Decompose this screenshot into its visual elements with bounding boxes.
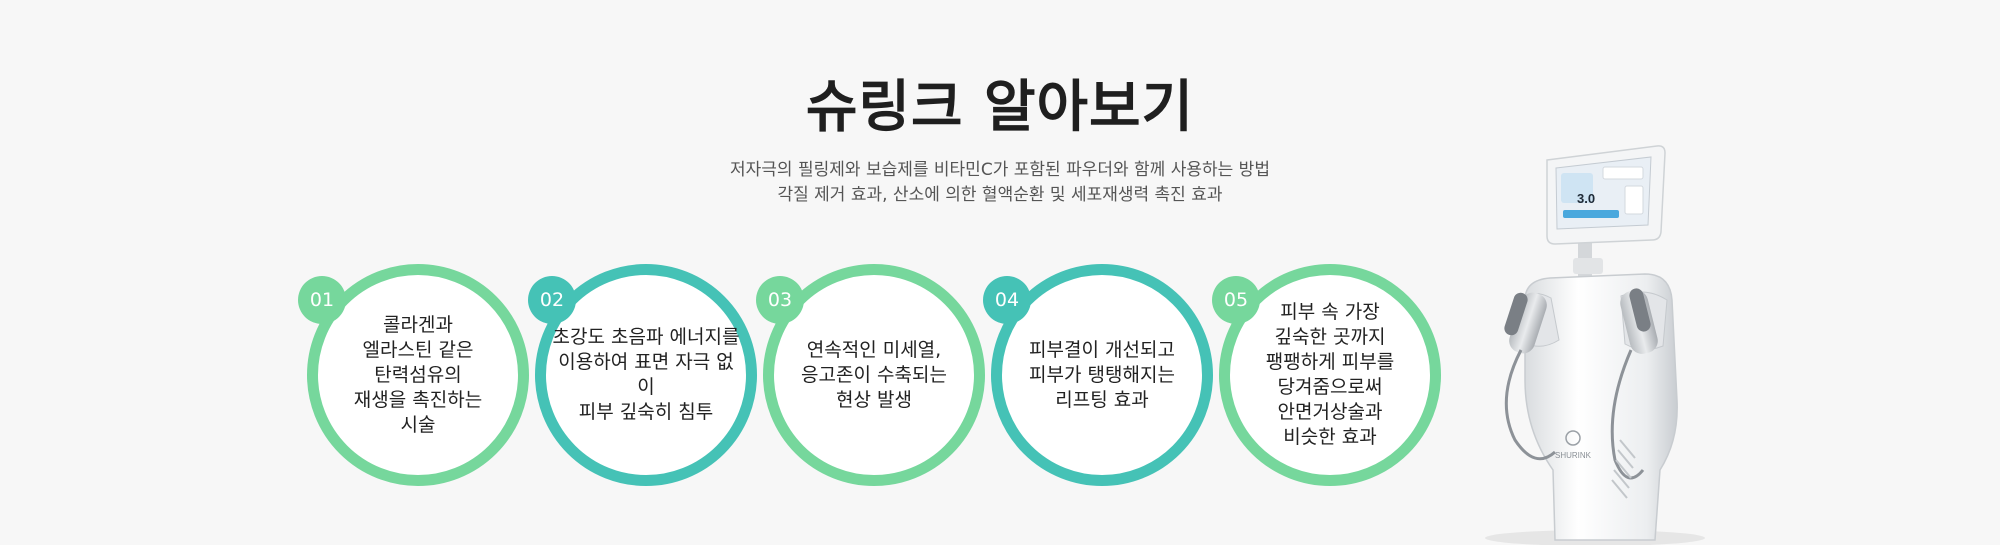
- feature-text-05: 피부 속 가장 깊숙한 곳까지 팽팽하게 피부를 당겨줌으로써 안면거상술과 비…: [1265, 301, 1395, 448]
- feature-number-badge-05: 05: [1212, 276, 1260, 324]
- feature-number-badge-01: 01: [298, 276, 346, 324]
- device-screen-value: 3.0: [1577, 191, 1595, 206]
- feature-number-badge-03: 03: [756, 276, 804, 324]
- feature-number-badge-04: 04: [983, 276, 1031, 324]
- subtitle-line-2: 각질 제거 효과, 산소에 의한 혈액순환 및 세포재생력 촉진 효과: [777, 185, 1223, 205]
- feature-text-02: 초강도 초음파 에너지를 이용하여 표면 자극 없이 피부 깊숙히 침투: [552, 326, 740, 423]
- page-title: 슈링크 알아보기: [805, 75, 1195, 140]
- page-subtitle: 저자극의 필링제와 보습제를 비타민C가 포함된 파우더와 함께 사용하는 방법…: [0, 158, 2000, 208]
- device-brand-label: SHURINK: [1555, 451, 1592, 460]
- feature-text-04: 피부결이 개선되고 피부가 탱탱해지는 리프팅 효과: [1029, 338, 1175, 411]
- feature-circle-05: 피부 속 가장 깊숙한 곳까지 팽팽하게 피부를 당겨줌으로써 안면거상술과 비…: [1219, 264, 1441, 486]
- feature-circle-02: 초강도 초음파 에너지를 이용하여 표면 자극 없이 피부 깊숙히 침투: [535, 264, 757, 486]
- feature-text-01: 콜라겐과 엘라스틴 같은 탄력섬유의 재생을 촉진하는 시술: [353, 313, 483, 436]
- shurink-device-image: 3.0 SHURINK: [1485, 145, 1705, 545]
- feature-circle-01: 콜라겐과 엘라스틴 같은 탄력섬유의 재생을 촉진하는 시술: [307, 264, 529, 486]
- feature-number-badge-02: 02: [528, 276, 576, 324]
- feature-text-03: 연속적인 미세열, 응고존이 수축되는 현상 발생: [801, 338, 947, 411]
- subtitle-line-1: 저자극의 필링제와 보습제를 비타민C가 포함된 파우더와 함께 사용하는 방법: [730, 160, 1270, 180]
